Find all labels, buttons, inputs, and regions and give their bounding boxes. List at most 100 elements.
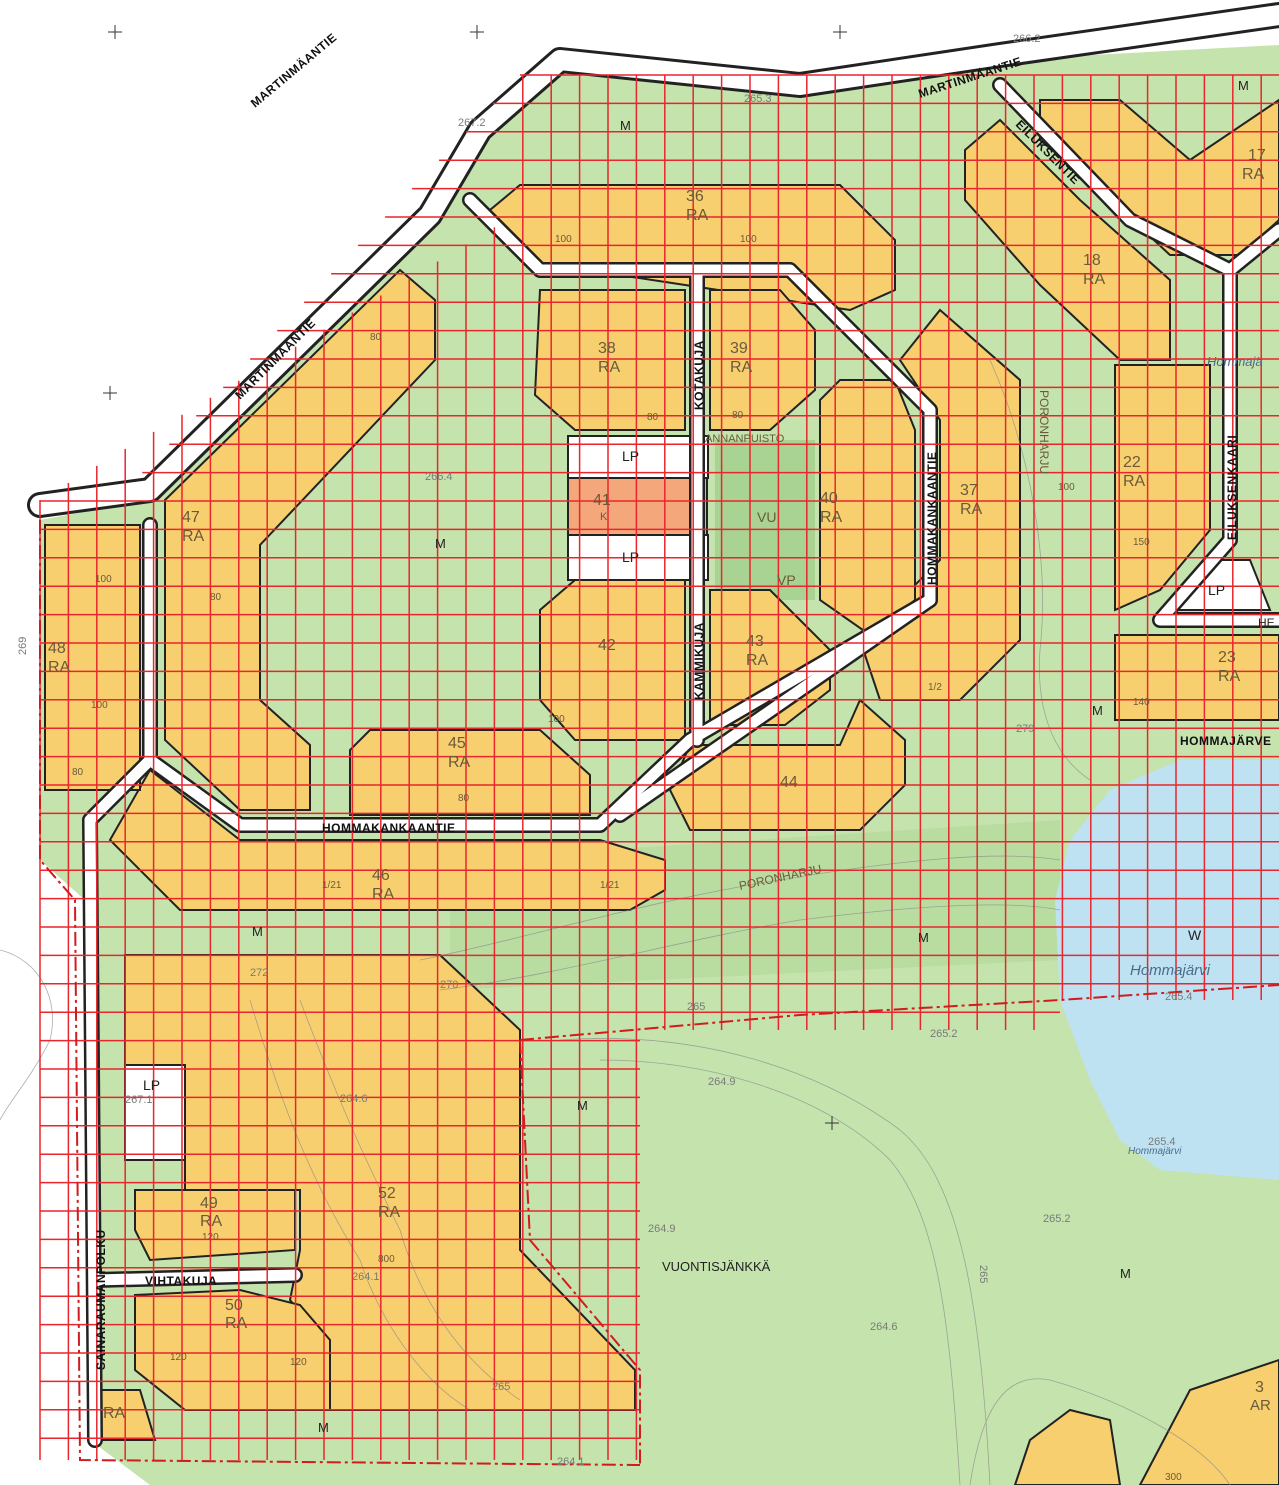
place-label-hommajarvi-3: Hommajä [1207,354,1263,369]
zone-label-m-6: M [577,1098,588,1113]
survey-cross-4 [103,386,117,400]
block-41-orange [567,477,708,536]
lot-value-15: 140 [1133,697,1150,708]
lot-value-12: 1/21 [322,880,342,891]
elevation-19: 269 [17,637,29,655]
elevation-20: 265 [977,1265,989,1283]
block-number-38: 38 [598,340,616,357]
road-label-sainaraumanpolku: SAINARAUMANPOLKU [94,1229,108,1370]
lot-value-10: 100 [548,714,565,725]
plan-boundary [39,520,1279,1466]
road-eiluksenkaari-fill [1154,264,1279,626]
block-number-49: 49 [200,1195,218,1212]
boundary-south [519,984,1279,1041]
zone-label-vp: VP [777,572,796,588]
block-ra-17: RA [1242,166,1265,183]
block-number-44: 44 [780,774,798,791]
contour-5 [989,359,1091,781]
survey-crosses [103,25,847,1130]
contour-7 [299,999,521,1401]
elevation-22: 264.1 [557,1456,585,1468]
block-number-45: 45 [448,735,466,752]
block-ra-52: RA [378,1204,401,1221]
zone-label-k: K [600,511,608,523]
block-3-ar [1138,1358,1279,1485]
lot-value-9: 80 [732,410,744,421]
elevation-labels: 266.2 265.3 267.2 266.4 264.6 264.9 264.… [17,33,1193,1468]
elevation-12: 265.4 [1165,991,1193,1003]
block-number-23: 23 [1218,649,1236,666]
elevation-8: 265.2 [930,1028,958,1040]
contour-2 [599,1059,961,1485]
zone-label-vu: VU [757,509,776,525]
elevation-1: 266.2 [1013,33,1041,45]
boundary-inner [519,1039,641,1465]
block-number-46: 46 [372,867,390,884]
boundary-west [39,520,641,1466]
elevation-16: 265 [492,1381,510,1393]
block-number-40: 40 [820,490,838,507]
block-ra-46: RA [372,886,395,903]
block-45 [349,729,591,816]
lot-value-7: 100 [740,234,757,245]
block-22 [1114,364,1211,612]
lot-value-4: 80 [370,332,382,343]
survey-cross-1 [108,25,122,39]
elevation-6: 264.9 [708,1076,736,1088]
elevation-3: 267.2 [458,117,486,129]
survey-cross-3 [833,25,847,39]
block-number-39: 39 [730,340,748,357]
lot-value-labels: 100 100 80 80 80 100 100 80 80 100 80 1/… [72,234,1182,1483]
block-number-42: 42 [598,637,616,654]
road-hommakankaantie-fill [144,519,936,831]
zone-label-lp-4: LP [1208,582,1225,598]
lp-area-west [124,1064,186,1161]
contour-lines [0,359,1231,1485]
lot-value-3: 80 [72,767,84,778]
elevation-7: 264.9 [648,1223,676,1235]
block-ra-sw: RA [103,1405,126,1422]
zone-label-m-9: M [1092,703,1103,718]
road-label-hommajarventie: HOMMAJÄRVE [1180,733,1271,748]
lot-value-5: 80 [210,592,222,603]
block-number-37: 37 [960,482,978,499]
block-ra-39: RA [730,359,753,376]
place-label-hommajarvi-1: Hommajärvi [1130,962,1211,979]
block-ra-22: RA [1123,473,1146,490]
elevation-4: 266.4 [425,471,453,483]
road-vihtakuja-fill [89,1269,301,1286]
contour-9 [0,949,53,1121]
lot-value-6: 100 [555,234,572,245]
block-number-3: 3 [1255,1379,1264,1396]
block-ra-50: RA [225,1315,248,1332]
elevation-21: 279 [1016,723,1034,735]
lot-value-2: 100 [91,700,108,711]
lp-areas [124,435,1272,1161]
zone-label-m-7: M [1120,1266,1131,1281]
zone-label-m-1: M [620,118,631,133]
zone-label-ar: AR [1250,1397,1271,1414]
zone-label-lp-3: LP [143,1077,160,1093]
zone-label-lp-2: LP [622,549,639,565]
elevation-13: 267.1 [125,1094,153,1106]
survey-cross-5 [825,1116,839,1130]
lot-value-11: 80 [458,793,470,804]
red-grid [39,74,1279,1460]
elevation-17: 270 [440,979,458,991]
lake-hommajarvi [1055,760,1279,1180]
road-label-kotakuja: KOTAKUJA [692,340,706,410]
block-ra-49: RA [200,1213,223,1230]
road-west-loop-fill [84,754,156,1446]
lot-value-13: 1/21 [600,880,620,891]
green-area-vu-park [715,440,815,600]
survey-cross-2 [470,25,484,39]
block-number-22: 22 [1123,454,1141,471]
zone-label-m-4: M [252,924,263,939]
zone-labels: M M M M M M M M M LP LP LP LP VU VP W AR… [143,78,1275,1435]
zone-label-lp-1: LP [622,448,639,464]
road-label-poronharju-2: PORONHARJU [1037,390,1051,474]
road-label-annanpuisto: ANNANPUISTO [705,433,785,445]
lot-value-8: 80 [647,412,659,423]
block-ra-40: RA [820,509,843,526]
